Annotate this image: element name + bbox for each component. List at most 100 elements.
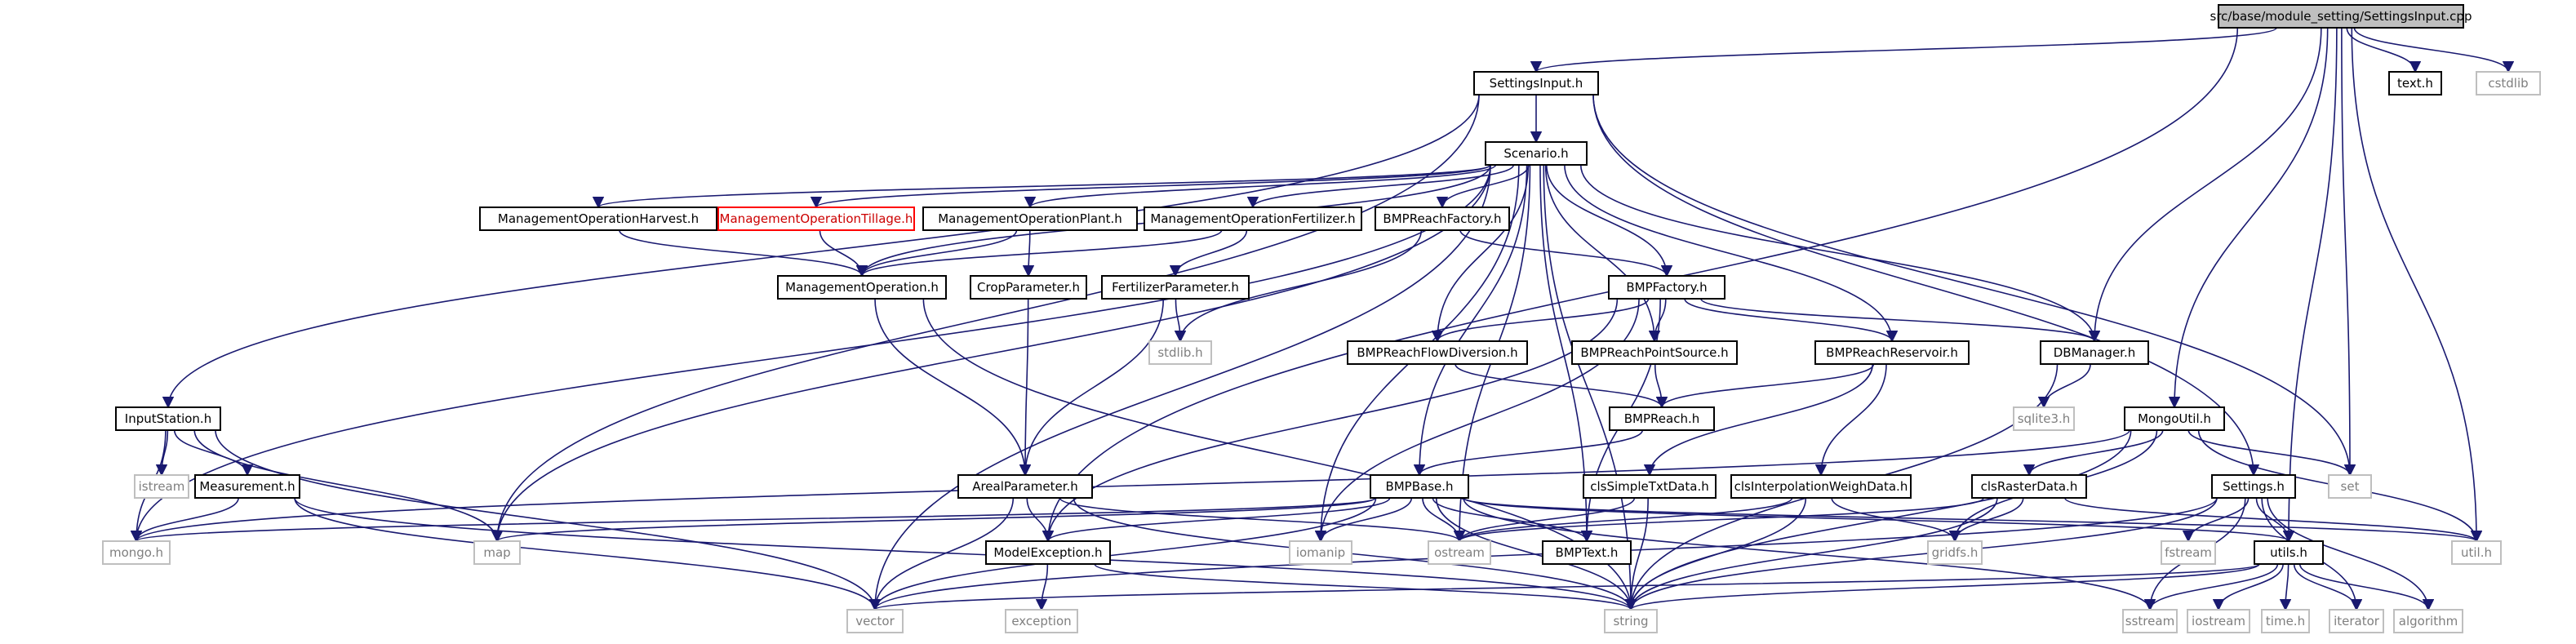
node-bmptext[interactable]: BMPText.h [1542, 540, 1632, 565]
edge-mgmt_fert-to-fert_param [1169, 229, 1248, 278]
node-box-util_h [2451, 540, 2502, 565]
edge-areal_param-to-vector [868, 497, 1015, 611]
edge-utils_h-to-time_h [2279, 563, 2292, 611]
node-settingsinput_cpp[interactable]: src/base/module_setting/SettingsInput.cp… [2210, 4, 2472, 29]
node-clssimpletxt[interactable]: clsSimpleTxtData.h [1583, 474, 1717, 499]
node-box-text_h [2388, 71, 2442, 95]
edge-inputstation-to-measurement [173, 429, 254, 477]
node-box-bmp_reach_factory [1375, 207, 1510, 231]
node-iomanip: iomanip [1289, 540, 1352, 565]
edge-settingsinput_h-to-map [491, 94, 1480, 543]
node-label-utils_h: utils.h [2270, 545, 2307, 560]
edge-scenario_h-to-vector [868, 164, 1491, 611]
node-mgmt_plant[interactable]: ManagementOperationPlant.h [922, 207, 1138, 231]
edge-settingsinput_cpp-to-cstdlib [2353, 27, 2515, 73]
node-box-sqlite3 [2013, 406, 2075, 431]
node-box-mgmt_harvest [479, 207, 717, 231]
node-box-stdlib_h [1148, 340, 1212, 365]
edge-utils_h-to-sstream [2143, 563, 2279, 611]
node-crop_param[interactable]: CropParameter.h [970, 275, 1087, 300]
node-label-inputstation: InputStation.h [125, 411, 211, 426]
node-label-gridfs: gridfs.h [1932, 545, 1979, 560]
node-text_h[interactable]: text.h [2388, 71, 2442, 95]
node-set: set [2328, 474, 2372, 499]
node-label-mgmt_plant: ManagementOperationPlant.h [938, 211, 1122, 226]
edge-scenario_h-to-bmptext [1539, 164, 1593, 543]
edge-dbmanager-to-sqlite3 [2037, 363, 2091, 409]
node-clsinterp[interactable]: clsInterpolationWeighData.h [1730, 474, 1912, 499]
edge-settingsinput_cpp-to-text_h [2346, 27, 2422, 73]
node-box-inputstation [115, 406, 221, 431]
node-bmp_reach[interactable]: BMPReach.h [1609, 406, 1715, 431]
edge-areal_param-to-modelexception [1026, 497, 1055, 543]
node-settingsinput_h[interactable]: SettingsInput.h [1473, 71, 1599, 95]
edge-clsinterp-to-string [1624, 497, 1807, 611]
edge-scenario_h-to-string [1543, 164, 1637, 611]
node-bmp_factory[interactable]: BMPFactory.h [1608, 275, 1725, 300]
node-box-ostream [1428, 540, 1491, 565]
node-dbmanager[interactable]: DBManager.h [2040, 340, 2149, 365]
node-box-set [2328, 474, 2372, 499]
node-box-mongo_h [102, 540, 171, 565]
edge-bmp_flow_div-to-bmp_reach [1455, 363, 1668, 409]
node-bmp_reservoir[interactable]: BMPReachReservoir.h [1814, 340, 1970, 365]
node-stdlib_h: stdlib.h [1148, 340, 1212, 365]
node-mongoutil[interactable]: MongoUtil.h [2124, 406, 2225, 431]
node-box-measurement [194, 474, 300, 499]
node-modelexception[interactable]: ModelException.h [985, 540, 1111, 565]
node-istream: istream [134, 474, 189, 499]
node-box-utils_h [2254, 540, 2324, 565]
edge-bmpbase-to-utils_h [1463, 497, 2294, 543]
node-bmp_point_src[interactable]: BMPReachPointSource.h [1571, 340, 1738, 365]
node-areal_param[interactable]: ArealParameter.h [957, 474, 1093, 499]
node-bmp_reach_factory[interactable]: BMPReachFactory.h [1375, 207, 1510, 231]
node-box-clssimpletxt [1583, 474, 1717, 499]
edge-scenario_h-to-bmp_reservoir [1564, 164, 1899, 343]
node-bmpbase[interactable]: BMPBase.h [1370, 474, 1469, 499]
edge-settingsinput_cpp-to-util_h [2351, 27, 2483, 543]
node-label-modelexception: ModelException.h [993, 545, 1102, 560]
node-label-map: map [483, 545, 510, 560]
node-label-sqlite3: sqlite3.h [2018, 411, 2071, 426]
node-clsraster[interactable]: clsRasterData.h [1971, 474, 2087, 499]
node-measurement[interactable]: Measurement.h [194, 474, 300, 499]
edge-bmpbase-to-vector [868, 497, 1377, 611]
node-scenario_h[interactable]: Scenario.h [1485, 141, 1588, 166]
node-inputstation[interactable]: InputStation.h [115, 406, 221, 431]
node-fert_param[interactable]: FertilizerParameter.h [1101, 275, 1250, 300]
node-exception: exception [1005, 609, 1078, 633]
node-mgmt_tillage[interactable]: ManagementOperationTillage.h [717, 207, 915, 231]
edge-bmpbase-to-sstream [1463, 497, 2156, 611]
node-mgmt_op[interactable]: ManagementOperation.h [777, 275, 947, 300]
node-label-bmptext: BMPText.h [1556, 545, 1619, 560]
node-mgmt_harvest[interactable]: ManagementOperationHarvest.h [479, 207, 717, 231]
edge-clsinterp-to-ostream [1454, 497, 1793, 543]
node-string: string [1604, 609, 1658, 633]
node-box-mgmt_op [777, 275, 947, 300]
nodes-layer: src/base/module_setting/SettingsInput.cp… [102, 4, 2541, 633]
node-box-settings_h [2211, 474, 2296, 499]
node-label-sstream: sstream [2125, 614, 2174, 628]
node-utils_h[interactable]: utils.h [2254, 540, 2324, 565]
node-box-areal_param [957, 474, 1093, 499]
edge-settings_h-to-fstream [2182, 497, 2250, 543]
edge-bmpbase-to-modelexception [1042, 497, 1391, 543]
node-bmp_flow_div[interactable]: BMPReachFlowDiversion.h [1347, 340, 1528, 365]
node-label-set: set [2341, 479, 2360, 494]
edge-clsraster-to-ostream [1454, 497, 1984, 543]
edge-bmp_factory-to-iomanip [1314, 298, 1640, 543]
edge-settingsinput_h-to-set [1592, 94, 2356, 477]
node-settings_h[interactable]: Settings.h [2211, 474, 2296, 499]
node-label-bmp_reservoir: BMPReachReservoir.h [1826, 345, 1958, 360]
node-sstream: sstream [2122, 609, 2178, 633]
node-label-measurement: Measurement.h [199, 479, 295, 494]
node-mgmt_fert[interactable]: ManagementOperationFertilizer.h [1144, 207, 1362, 231]
edge-settingsinput_h-to-inputstation [162, 94, 1480, 409]
edge-mongoutil-to-set [2187, 429, 2356, 477]
edge-fert_param-to-stdlib_h [1174, 298, 1187, 343]
node-box-iomanip [1289, 540, 1352, 565]
node-label-time_h: time.h [2266, 614, 2305, 628]
edge-areal_param-to-ostream [1059, 497, 1465, 543]
node-label-bmp_reach: BMPReach.h [1624, 411, 1699, 426]
edge-mgmt_plant-to-crop_param [1022, 229, 1035, 278]
